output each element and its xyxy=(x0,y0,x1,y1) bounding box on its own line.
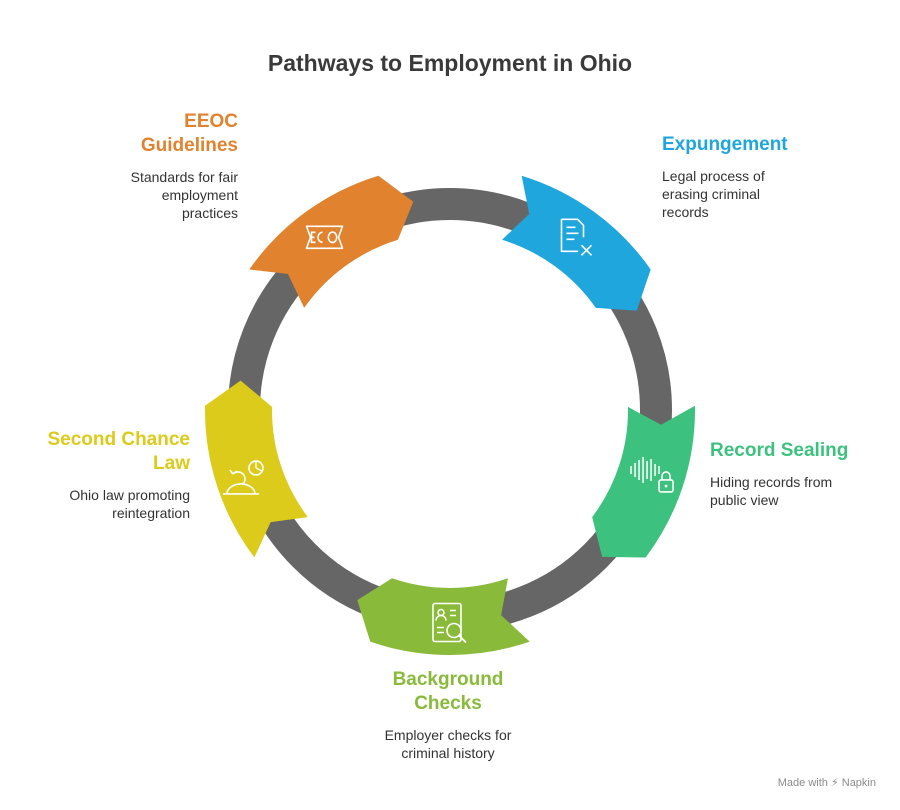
stage-title-line: EEOC xyxy=(184,111,238,132)
stage-title-line: Law xyxy=(153,453,190,474)
document-remove-icon xyxy=(560,218,593,256)
stage-desc-line: records xyxy=(662,204,709,220)
stage-title-line: Second Chance xyxy=(47,429,190,450)
stage-desc-line: erasing criminal xyxy=(662,186,761,202)
stage-desc-line: Hiding records from xyxy=(710,474,833,490)
eco-badge-icon xyxy=(305,225,344,250)
stage-desc-sealing: Hiding records from public view xyxy=(710,473,890,509)
page-title: Pathways to Employment in Ohio xyxy=(267,50,633,76)
stage-desc-line: Standards for fair xyxy=(130,169,238,185)
sound-lock-icon xyxy=(630,456,674,493)
stage-title-line: Expungement xyxy=(662,134,788,155)
stage-label-second-chance: Second Chance Law Ohio law promoting rei… xyxy=(20,428,190,522)
stage-desc-eeoc: Standards for fair employment practices xyxy=(60,168,238,222)
stage-label-sealing: Record Sealing Hiding records from publi… xyxy=(710,439,890,509)
stage-title-line: Checks xyxy=(414,693,482,714)
footer-brand: Napkin xyxy=(841,777,876,789)
stage-label-background: Background Checks Employer checks for cr… xyxy=(348,668,548,762)
stage-desc-line: practices xyxy=(181,205,238,221)
stage-title-sealing: Record Sealing xyxy=(710,439,890,463)
profile-search-icon xyxy=(432,602,467,644)
renewal-icon xyxy=(222,460,264,495)
segment-expungement xyxy=(502,175,651,311)
napkin-logo-icon: ⚡ xyxy=(830,777,839,789)
footer-credit[interactable]: Made with ⚡ Napkin xyxy=(778,776,876,789)
stage-title-expungement: Expungement xyxy=(662,133,862,157)
stage-title-background: Background Checks xyxy=(348,668,548,716)
stage-desc-line: employment xyxy=(161,187,238,203)
segment-shape-expungement xyxy=(502,175,651,311)
stage-segments xyxy=(204,175,695,655)
segment-sealing xyxy=(592,405,695,558)
stage-desc-expungement: Legal process of erasing criminal record… xyxy=(662,167,862,221)
stage-desc-line: reintegration xyxy=(112,505,190,521)
stage-desc-line: Legal process of xyxy=(662,168,765,184)
stage-title-line: Record Sealing xyxy=(710,440,849,461)
stage-title-eeoc: EEOC Guidelines xyxy=(60,110,238,158)
stage-title-line: Background xyxy=(392,669,504,690)
footer-made-with: Made with xyxy=(777,777,828,789)
stage-title-second-chance: Second Chance Law xyxy=(20,428,190,476)
stage-desc-line: Ohio law promoting xyxy=(69,487,190,503)
segment-background xyxy=(357,578,530,655)
stage-desc-line: criminal history xyxy=(401,745,495,761)
stage-desc-line: public view xyxy=(710,492,779,508)
stage-desc-background: Employer checks for criminal history xyxy=(348,726,548,762)
segment-shape-second_chance xyxy=(204,380,308,558)
segment-second_chance xyxy=(204,380,308,558)
stage-label-expungement: Expungement Legal process of erasing cri… xyxy=(662,133,862,221)
stage-title-line: Guidelines xyxy=(140,135,238,156)
stage-label-eeoc: EEOC Guidelines Standards for fair emplo… xyxy=(60,110,238,222)
stage-desc-second-chance: Ohio law promoting reintegration xyxy=(20,486,190,522)
stage-desc-line: Employer checks for xyxy=(384,727,512,743)
segment-eeoc xyxy=(249,175,414,308)
